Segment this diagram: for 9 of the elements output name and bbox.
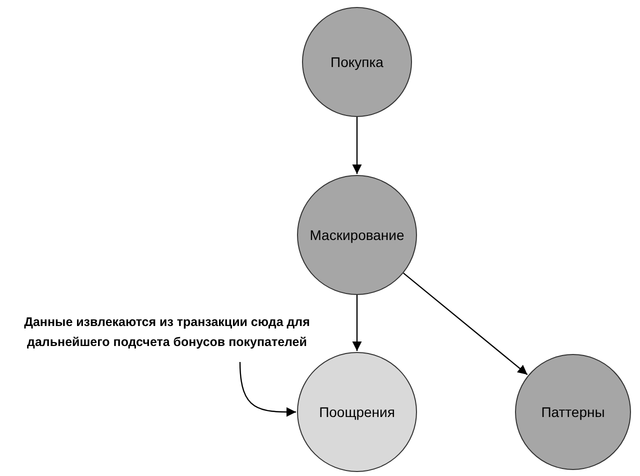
arrow: [352, 295, 362, 351]
arrow: [239, 362, 296, 417]
node-label: Паттерны: [541, 402, 605, 422]
node-label: Покупка: [330, 52, 384, 72]
node-label: Поощрения: [319, 402, 395, 422]
callout-note: Данные извлекаются из транзакции сюда для дальнейшего подсчета бонусов покупателей: [2, 312, 332, 352]
node-label: Маскирование: [310, 226, 404, 245]
arrow: [403, 272, 528, 376]
arrow: [352, 117, 362, 174]
